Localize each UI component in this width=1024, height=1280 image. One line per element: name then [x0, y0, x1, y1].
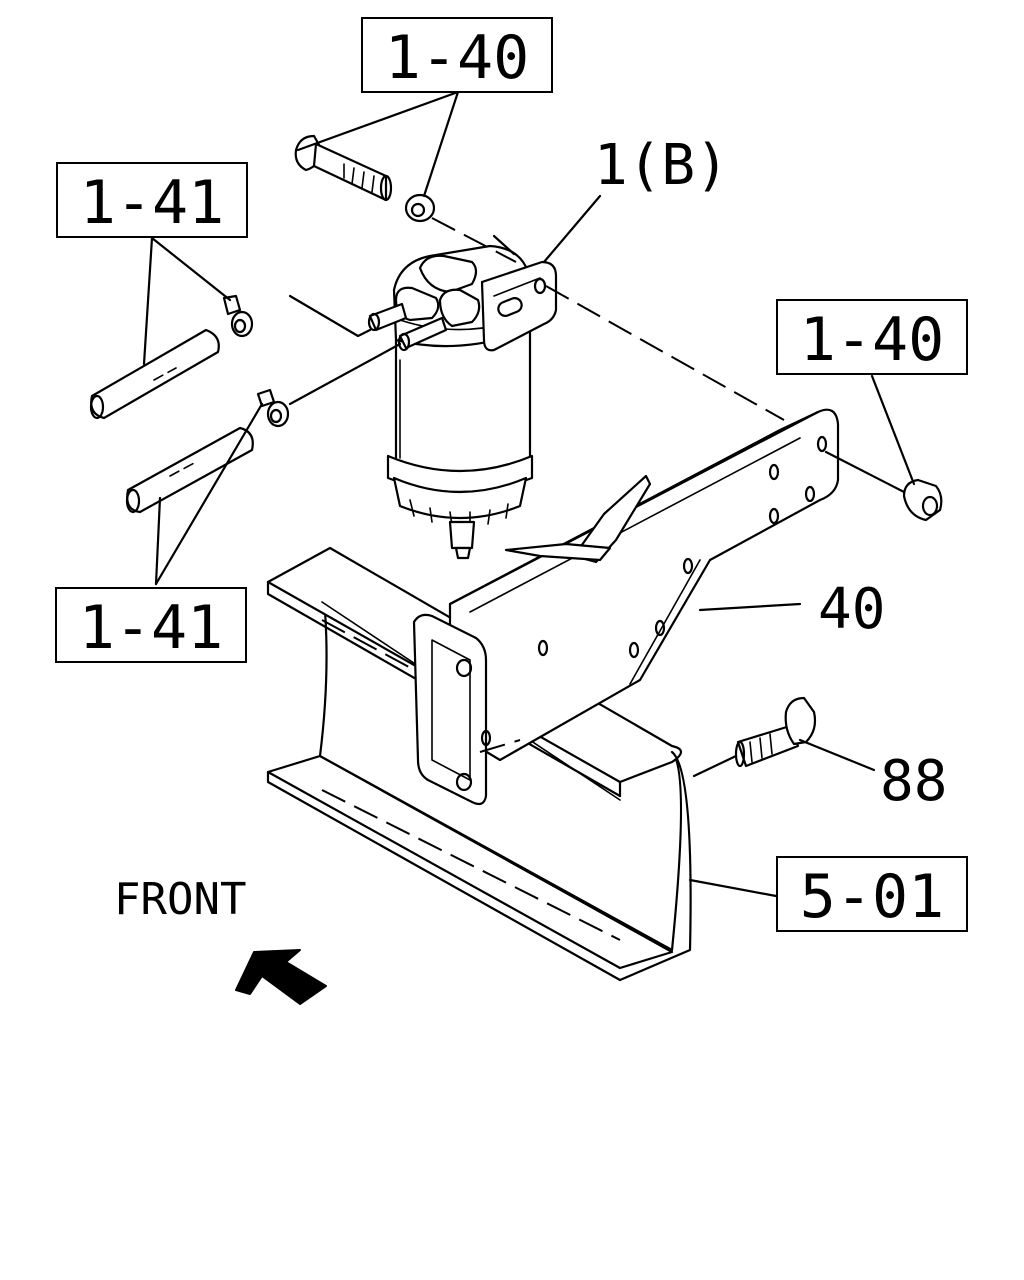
right-nut [902, 478, 943, 522]
lower-clamp [256, 388, 290, 428]
top-ref-label: 1-40 [385, 23, 530, 93]
leader-lines [142, 90, 916, 898]
direction-label: FRONT [114, 874, 246, 925]
upper-clamp [222, 294, 254, 338]
filter-part-label: 1(B) [594, 133, 729, 198]
lower-hose [125, 426, 254, 514]
mounting-bracket [412, 408, 840, 806]
bracket-bolt [734, 696, 817, 768]
left-upper-ref-box [56, 162, 248, 238]
frame-ref-label: 5-01 [800, 862, 945, 932]
fuel-filter [367, 234, 558, 560]
top-ref-box [361, 17, 553, 93]
left-upper-ref-label: 1-41 [80, 168, 225, 238]
upper-hose [89, 328, 220, 420]
right-ref-label: 1-40 [800, 305, 945, 375]
left-lower-ref-label: 1-41 [79, 593, 224, 663]
assembly-lines [288, 217, 906, 778]
frame-ref-box [776, 856, 968, 932]
arrow-up-left-icon [235, 949, 327, 1005]
bracket-part-label: 40 [818, 577, 885, 642]
right-ref-box [776, 299, 968, 375]
top-washer [404, 193, 436, 223]
bolt-part-label: 88 [880, 749, 947, 814]
left-lower-ref-box [55, 587, 247, 663]
